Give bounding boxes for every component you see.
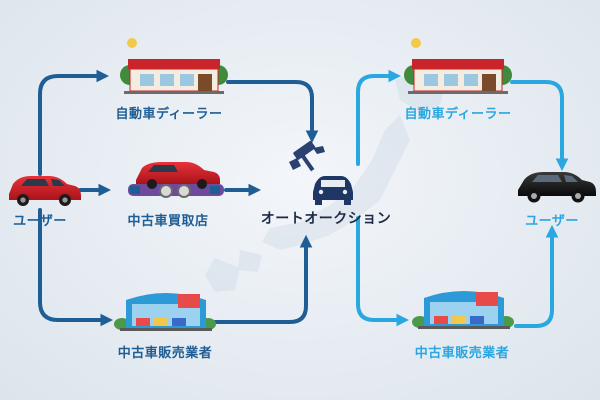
right-dealer-label: 自動車ディーラー bbox=[404, 107, 512, 122]
dealer-building-icon bbox=[120, 38, 228, 94]
left-user-label: ユーザー bbox=[13, 214, 67, 229]
right-flow-connectors bbox=[356, 69, 569, 328]
car-showroom-icon bbox=[114, 293, 216, 331]
right-user-label: ユーザー bbox=[525, 214, 579, 229]
car-showroom-icon bbox=[412, 291, 514, 329]
auto-auction-label: オートオークション bbox=[260, 211, 392, 227]
used-car-buyer-label: 中古車買取店 bbox=[127, 214, 209, 229]
left-seller-label: 中古車販売業者 bbox=[117, 346, 213, 361]
red-car-icon bbox=[9, 176, 81, 206]
left-flow-connectors bbox=[38, 69, 319, 327]
right-seller-label: 中古車販売業者 bbox=[414, 346, 510, 361]
left-dealer-label: 自動車ディーラー bbox=[115, 107, 223, 122]
auction-hammer-car-icon bbox=[289, 141, 353, 205]
black-car-icon bbox=[518, 172, 596, 203]
dealer-building-icon bbox=[404, 38, 512, 94]
car-repair-icon bbox=[128, 162, 224, 198]
